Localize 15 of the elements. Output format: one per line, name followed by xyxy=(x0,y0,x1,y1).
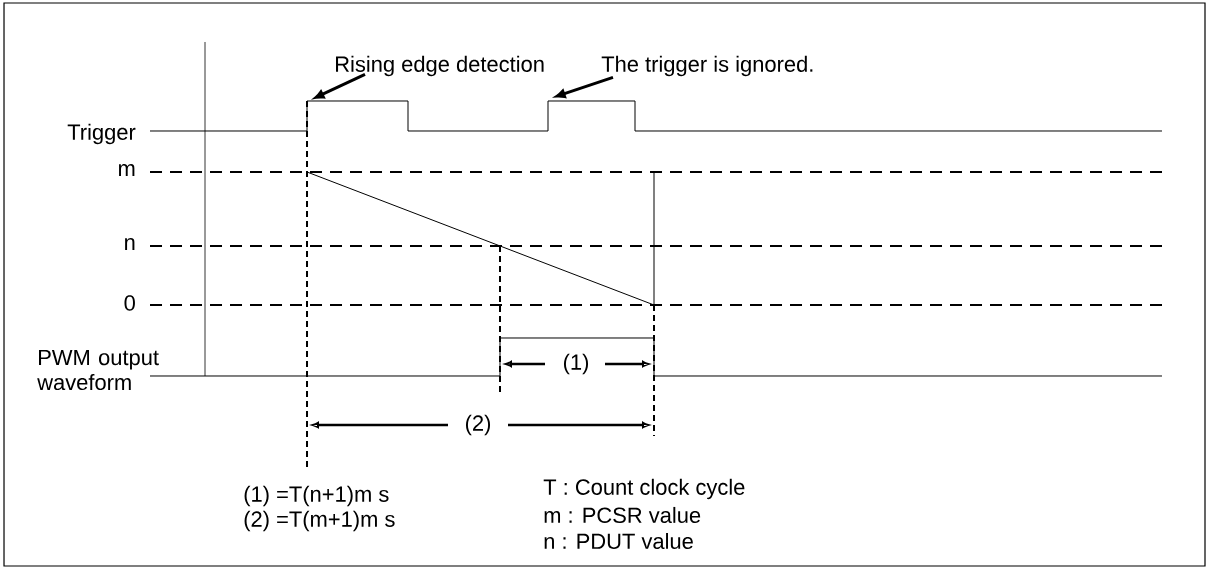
trigger-waveform xyxy=(149,100,1163,132)
level-name: m xyxy=(119,164,135,176)
legend-text: n : PDUT value xyxy=(544,532,693,550)
level-name: n xyxy=(125,238,135,250)
legend-text: T : Count clock cycle xyxy=(543,478,745,500)
formula-text: (2) =T(m+1)m s xyxy=(244,510,395,532)
dimension-label: (1) xyxy=(561,352,591,376)
signal-name: Trigger xyxy=(67,123,136,145)
annotation-text: The trigger is ignored. xyxy=(601,55,813,77)
annotation-text: Rising edge detection xyxy=(336,55,544,77)
level-name: 0 xyxy=(124,295,135,311)
signal-name: PWM output waveform xyxy=(37,349,159,391)
dimension-label: (2) xyxy=(463,413,493,437)
legend-text: m : PCSR value xyxy=(544,506,701,524)
formula-text: (1) =T(n+1)m s xyxy=(244,485,389,507)
